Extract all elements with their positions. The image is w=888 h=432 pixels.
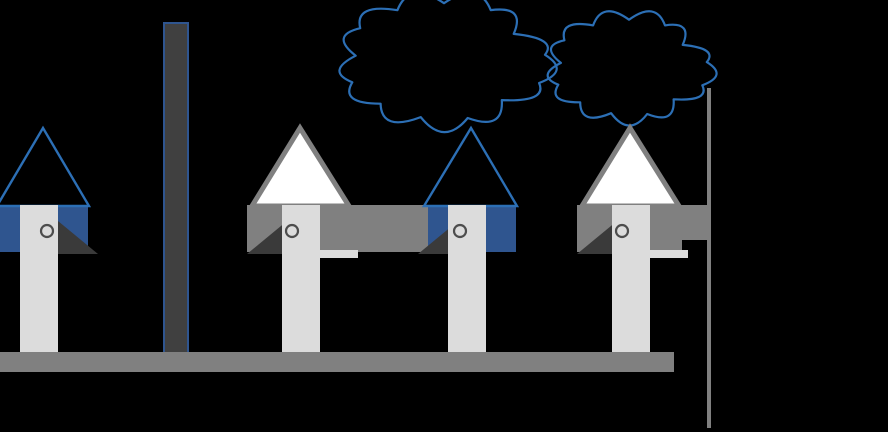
vertical-rule: [707, 88, 711, 428]
figure-4-wing-shadow: [577, 221, 617, 254]
figure-2-wing-shadow: [247, 221, 287, 254]
figure-2-circle-detail: [284, 223, 300, 239]
figure-1-circle-detail: [39, 223, 55, 239]
figure-3-circle-detail: [452, 223, 468, 239]
figure-1-body: [20, 205, 58, 357]
dark-pole: [163, 22, 189, 361]
figure-2-foot-step: [320, 250, 358, 258]
figure-3: [418, 125, 520, 357]
figure-4-circle-detail: [614, 223, 630, 239]
figure-4-foot-step: [650, 250, 688, 258]
figure-2-band: [340, 205, 440, 252]
figure-2: [247, 123, 440, 357]
cloud-shape-1: [338, 0, 558, 134]
figure-1-wing-shadow: [58, 221, 98, 254]
figure-1: [0, 125, 98, 357]
figure-4: [577, 123, 710, 357]
figure-4-body: [612, 205, 650, 357]
figure-2-body: [282, 205, 320, 357]
ground-bar: [0, 352, 674, 372]
